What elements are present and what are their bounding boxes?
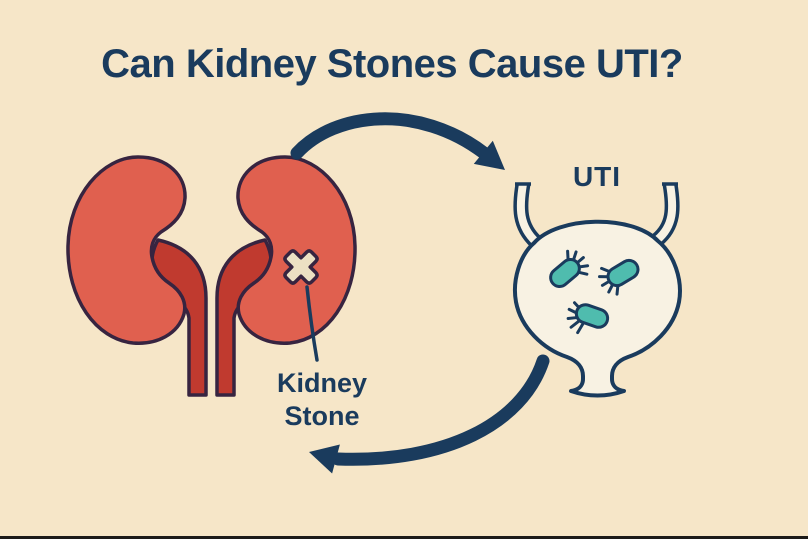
arrow-bladder-to-kidney-icon: [309, 354, 550, 474]
page-title: Can Kidney Stones Cause UTI?: [101, 42, 683, 86]
bladder-illustration: [513, 182, 682, 398]
arrow-kidney-to-bladder-icon: [290, 112, 505, 170]
bacteria-icon: [598, 258, 640, 296]
arrow-head: [473, 140, 505, 170]
arrow-head: [309, 444, 340, 474]
bottom-edge-bar: [0, 536, 808, 539]
arrow-curve: [331, 354, 550, 466]
stone-pointer-line: [305, 285, 319, 362]
kidney-stone-label-line1: Kidney: [277, 368, 367, 398]
arrow-curve: [290, 112, 491, 160]
left-kidney-body: [66, 155, 187, 345]
left-kidney: [66, 155, 208, 397]
kidney-stone-x-icon: [283, 249, 319, 285]
kidney-stone-label-line2: Stone: [284, 401, 359, 431]
kidneys-illustration: [66, 155, 357, 397]
bacteria-icon: [549, 249, 590, 288]
bacteria-icon: [566, 301, 610, 335]
bladder-left-ureter: [516, 183, 539, 245]
bladder-right-ureter: [654, 183, 677, 244]
kidney-stone-label: Kidney Stone: [277, 368, 367, 431]
right-kidney-body: [236, 155, 357, 345]
uti-label: UTI: [573, 161, 621, 192]
right-kidney: [215, 155, 357, 397]
